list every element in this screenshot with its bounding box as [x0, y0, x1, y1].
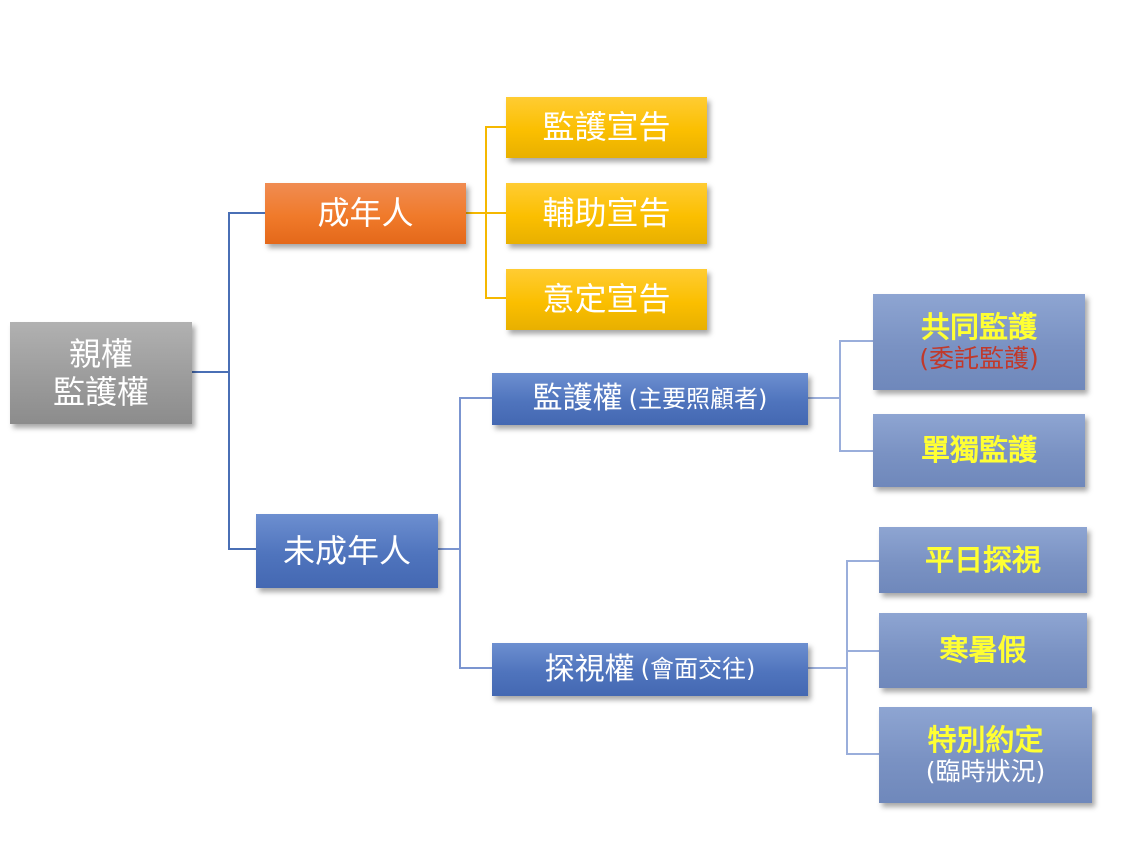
node-weekday-visitation: 平日探視: [879, 527, 1087, 593]
node-custody: 監護權 (主要照顧者): [492, 373, 808, 425]
node-special-arrangement-label: 特別約定: [927, 722, 1044, 757]
connector-root-to-minor: [228, 372, 256, 550]
connector-custody-to-sole: [839, 398, 873, 452]
node-visitation-label: 探視權: [544, 651, 635, 687]
node-assistance-declaration-label: 輔助宣告: [542, 194, 671, 233]
connector-custody-to-joint: [839, 340, 873, 398]
node-joint-custody: 共同監護 (委託監護): [873, 294, 1085, 390]
node-voluntary-declaration: 意定宣告: [506, 269, 707, 330]
node-root-line2: 監護權: [52, 373, 149, 411]
node-holiday-visitation: 寒暑假: [879, 613, 1087, 688]
node-adult-label: 成年人: [317, 194, 414, 233]
connector-minor-to-visitation: [459, 549, 492, 669]
connector-visitation-to-special: [846, 668, 879, 755]
connector-minor-to-custody: [459, 397, 492, 549]
connector-adult-to-guardianship: [485, 126, 506, 213]
node-sole-custody-label: 單獨監護: [920, 433, 1037, 468]
node-adult: 成年人: [265, 183, 466, 244]
node-voluntary-declaration-label: 意定宣告: [542, 280, 671, 319]
connector-root-to-adult: [228, 212, 265, 372]
node-visitation-note: (會面交往): [640, 655, 756, 684]
node-root-line1: 親權: [68, 334, 133, 373]
node-custody-label: 監護權: [532, 381, 623, 416]
node-sole-custody: 單獨監護: [873, 414, 1085, 487]
node-minor-label: 未成年人: [282, 531, 411, 570]
node-joint-custody-label: 共同監護: [920, 309, 1037, 344]
connector-adult-to-voluntary: [485, 213, 506, 299]
node-minor: 未成年人: [256, 514, 438, 588]
node-guardianship-declaration: 監護宣告: [506, 97, 707, 158]
node-joint-custody-note: (委託監護): [919, 344, 1039, 374]
node-special-arrangement-note: (臨時狀況): [925, 757, 1046, 787]
node-assistance-declaration: 輔助宣告: [506, 183, 707, 244]
node-root: 親權 監護權: [10, 322, 192, 424]
node-visitation: 探視權 (會面交往): [492, 643, 808, 696]
node-special-arrangement: 特別約定 (臨時狀況): [879, 707, 1092, 803]
node-weekday-visitation-label: 平日探視: [924, 542, 1041, 577]
node-custody-note: (主要照顧者): [628, 384, 768, 413]
connector-visitation-to-weekday: [846, 560, 879, 668]
node-guardianship-declaration-label: 監護宣告: [542, 108, 671, 147]
connector-visitation-to-holiday: [846, 650, 879, 668]
node-holiday-visitation-label: 寒暑假: [939, 633, 1027, 668]
